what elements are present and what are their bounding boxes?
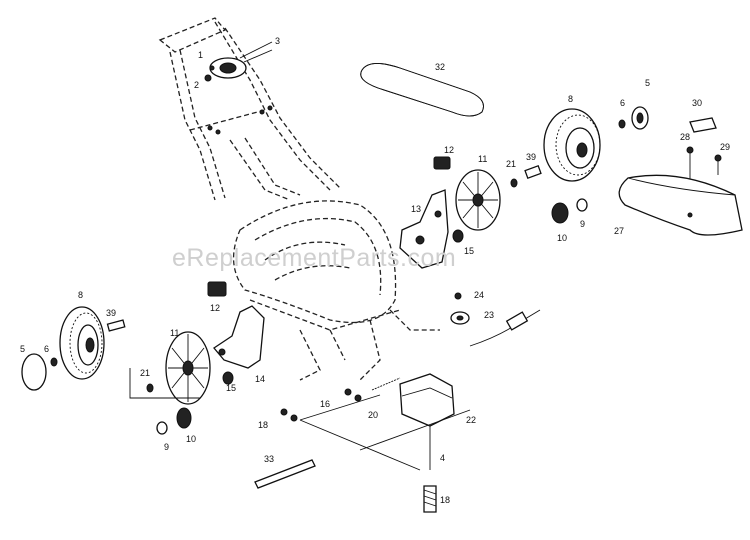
callout-12b: 12 bbox=[210, 303, 220, 313]
callout-28: 28 bbox=[680, 132, 690, 142]
callout-8b: 8 bbox=[78, 290, 83, 300]
transmission-assembly bbox=[254, 292, 541, 513]
callout-12: 12 bbox=[444, 145, 454, 155]
callout-18: 18 bbox=[258, 420, 268, 430]
watermark: eReplacementParts.com bbox=[172, 244, 456, 272]
mower-deck bbox=[232, 200, 440, 381]
callout-30: 30 bbox=[692, 98, 702, 108]
callout-16: 16 bbox=[320, 399, 330, 409]
rear-deflector bbox=[618, 174, 743, 236]
callout-39b: 39 bbox=[106, 308, 116, 318]
callout-2: 2 bbox=[194, 80, 199, 90]
callout-8: 8 bbox=[568, 94, 573, 104]
callout-5: 5 bbox=[645, 78, 650, 88]
callout-29: 29 bbox=[720, 142, 730, 152]
handle-assembly bbox=[158, 17, 341, 201]
drive-belt bbox=[360, 63, 484, 117]
callout-10b: 10 bbox=[186, 434, 196, 444]
callout-24: 24 bbox=[474, 290, 484, 300]
rear-left-wheel bbox=[21, 306, 126, 391]
callout-18b: 18 bbox=[440, 495, 450, 505]
callout-9b: 9 bbox=[164, 442, 169, 452]
callout-11: 11 bbox=[478, 154, 487, 164]
callout-13: 13 bbox=[411, 204, 421, 214]
callout-10: 10 bbox=[557, 233, 567, 243]
callout-3: 3 bbox=[275, 36, 280, 46]
callout-39: 39 bbox=[526, 152, 536, 162]
deflector-bolts bbox=[686, 146, 722, 180]
callout-15: 15 bbox=[464, 246, 474, 256]
callout-4: 4 bbox=[440, 453, 445, 463]
callout-11b: 11 bbox=[170, 328, 179, 338]
callout-27: 27 bbox=[614, 226, 624, 236]
label-plate bbox=[689, 117, 717, 133]
callout-14: 14 bbox=[255, 374, 265, 384]
callout-15b: 15 bbox=[226, 383, 236, 393]
callout-22: 22 bbox=[466, 415, 476, 425]
right-wheel-parts bbox=[399, 156, 588, 269]
callout-21b: 21 bbox=[140, 368, 150, 378]
callout-33: 33 bbox=[264, 454, 274, 464]
callout-labels: 1 2 3 32 5 8 6 30 12 11 21 39 28 29 13 1… bbox=[20, 36, 730, 505]
callout-32: 32 bbox=[435, 62, 445, 72]
callout-6: 6 bbox=[620, 98, 625, 108]
left-wheel-parts bbox=[129, 281, 265, 435]
callout-23: 23 bbox=[484, 310, 494, 320]
callout-20: 20 bbox=[368, 410, 378, 420]
callout-5b: 5 bbox=[20, 344, 25, 354]
handle-knob bbox=[204, 41, 273, 135]
callout-6b: 6 bbox=[44, 344, 49, 354]
callout-21: 21 bbox=[506, 159, 516, 169]
callout-9: 9 bbox=[580, 219, 585, 229]
rear-right-wheel bbox=[543, 106, 649, 182]
callout-1: 1 bbox=[198, 50, 203, 60]
